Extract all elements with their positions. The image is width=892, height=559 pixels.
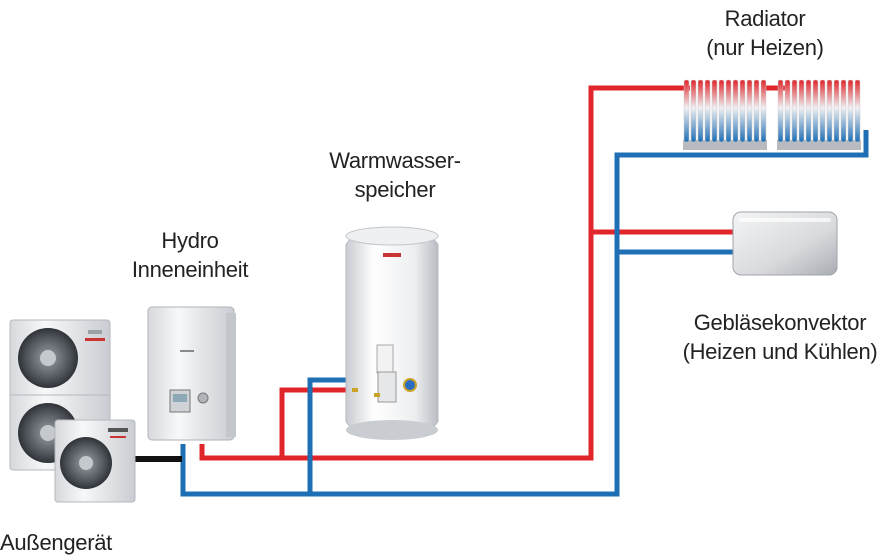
tank-label-line1: Warmwasser-: [329, 148, 461, 173]
outdoor-unit-small: [54, 419, 136, 503]
return-pipe-tank-loop: [307, 377, 352, 494]
radiator-right: [777, 79, 861, 150]
radiator-fin: [725, 79, 732, 143]
radiator-label-line1: Radiator: [724, 6, 806, 31]
radiator-fin: [805, 79, 812, 143]
radiator-fin: [784, 79, 791, 143]
hydro-label-line2: Inneneinheit: [131, 257, 249, 282]
radiator-fin: [847, 79, 854, 143]
supply-pipe-main: [199, 85, 690, 461]
radiator-fin: [732, 79, 739, 143]
radiator-fin: [854, 79, 861, 143]
radiator-fin: [697, 79, 704, 143]
tank-label-line2: speicher: [354, 177, 436, 202]
tank-label: Warmwasser- speicher: [305, 146, 485, 204]
radiator-label-line2: (nur Heizen): [706, 35, 824, 60]
return-pipe-main: [180, 130, 869, 497]
fancoil-label: Gebläsekonvektor (Heizen und Kühlen): [672, 308, 888, 366]
thermometer-icon: [403, 378, 417, 392]
radiator-fin: [798, 79, 805, 143]
hydro-indoor-unit: [147, 306, 236, 441]
supply-pipe-tank-loop: [279, 387, 352, 458]
fancoil-label-line1: Gebläsekonvektor: [693, 310, 867, 335]
outdoor-label: Außengerät: [0, 530, 112, 555]
radiator-fin: [683, 79, 690, 143]
radiator-fin: [791, 79, 798, 143]
radiator-fin: [718, 79, 725, 143]
radiator-fin: [746, 79, 753, 143]
radiator-fin: [819, 79, 826, 143]
tank-label-plate: [376, 344, 394, 374]
radiator-fin: [777, 79, 784, 143]
radiator-label: Radiator (nur Heizen): [690, 4, 840, 62]
radiator-fin: [826, 79, 833, 143]
fancoil-label-line2: (Heizen und Kühlen): [682, 339, 878, 364]
radiator-fin: [833, 79, 840, 143]
radiator-fin: [753, 79, 760, 143]
radiator-fin: [739, 79, 746, 143]
radiator-fin: [812, 79, 819, 143]
hot-water-tank: [345, 226, 439, 440]
radiator-fin: [840, 79, 847, 143]
radiator-fin: [704, 79, 711, 143]
hydro-label: Hydro Inneneinheit: [110, 226, 270, 284]
radiator-left: [683, 79, 767, 150]
radiator-fin: [711, 79, 718, 143]
radiator-fin: [760, 79, 767, 143]
hydro-label-line1: Hydro: [161, 228, 219, 253]
fan-coil-unit: [732, 211, 838, 276]
return-pipes: [180, 130, 869, 497]
radiator-fin: [690, 79, 697, 143]
